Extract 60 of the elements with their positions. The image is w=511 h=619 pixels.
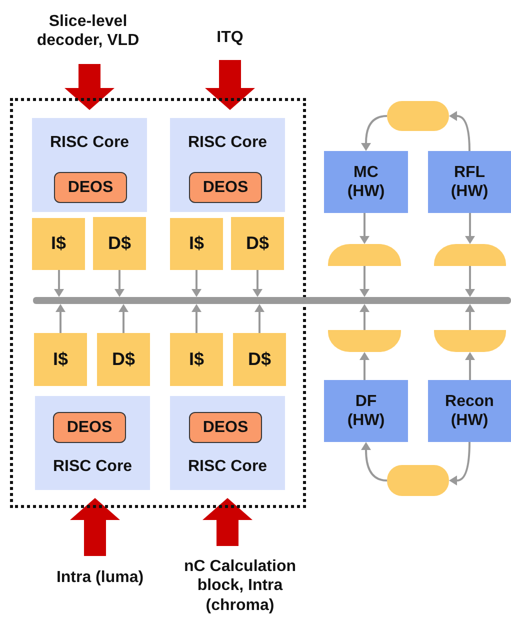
cache-block: D$ bbox=[97, 333, 150, 386]
arrow bbox=[252, 270, 262, 297]
buffer-half bbox=[328, 330, 401, 352]
arrow bbox=[360, 213, 370, 244]
arrow bbox=[360, 304, 370, 330]
input-label: ITQ bbox=[205, 26, 255, 50]
arrow bbox=[54, 270, 64, 297]
core-title: RISC Core bbox=[186, 134, 268, 152]
arrow bbox=[465, 213, 475, 244]
core-block bbox=[170, 118, 285, 212]
arrow bbox=[114, 270, 124, 297]
cache-block: I$ bbox=[32, 218, 85, 270]
os-block: DEOS bbox=[189, 172, 262, 203]
core-title: RISC Core bbox=[52, 458, 134, 476]
buffer-pill bbox=[387, 465, 449, 496]
input-arrow bbox=[64, 64, 114, 110]
os-block: DEOS bbox=[53, 412, 126, 443]
buffer-pill bbox=[387, 101, 449, 131]
core-block bbox=[170, 396, 285, 490]
cache-block: D$ bbox=[231, 217, 284, 270]
hardware-block: DF (HW) bbox=[324, 380, 408, 442]
buffer-half bbox=[434, 330, 506, 352]
hardware-block: Recon (HW) bbox=[428, 380, 511, 442]
arrow bbox=[192, 304, 202, 333]
arrow bbox=[465, 304, 475, 330]
arrow bbox=[449, 442, 470, 486]
core-block bbox=[32, 118, 147, 212]
cache-block: D$ bbox=[93, 217, 146, 270]
buffer-half bbox=[328, 244, 401, 266]
cache-block: D$ bbox=[233, 333, 286, 386]
arrow bbox=[192, 270, 202, 297]
arrow bbox=[465, 352, 475, 380]
arrow bbox=[449, 111, 470, 152]
bus-bar bbox=[33, 297, 511, 304]
dotted-boundary bbox=[10, 98, 306, 508]
arrow bbox=[465, 266, 475, 297]
input-arrow bbox=[202, 498, 252, 546]
arrow bbox=[361, 115, 388, 151]
core-title: RISC Core bbox=[186, 458, 268, 476]
arrow bbox=[56, 304, 66, 333]
hardware-block: MC (HW) bbox=[324, 151, 408, 213]
core-block bbox=[35, 396, 150, 490]
buffer-half bbox=[434, 244, 506, 266]
arrow bbox=[118, 304, 128, 333]
input-label: nC Calculation block, Intra (chroma) bbox=[168, 556, 312, 616]
cache-block: I$ bbox=[34, 333, 87, 386]
os-block: DEOS bbox=[189, 412, 262, 443]
cache-block: I$ bbox=[170, 333, 223, 386]
arrow bbox=[360, 266, 370, 297]
input-arrow bbox=[205, 60, 255, 110]
hardware-block: RFL (HW) bbox=[428, 151, 511, 213]
os-block: DEOS bbox=[54, 172, 127, 203]
input-arrow bbox=[70, 498, 120, 556]
cache-block: I$ bbox=[170, 218, 223, 270]
core-title: RISC Core bbox=[48, 134, 130, 152]
arrow bbox=[360, 352, 370, 380]
input-label: Slice-level decoder, VLD bbox=[18, 8, 158, 54]
arrow bbox=[361, 442, 388, 482]
arrow bbox=[254, 304, 264, 333]
input-label: Intra (luma) bbox=[40, 566, 160, 590]
